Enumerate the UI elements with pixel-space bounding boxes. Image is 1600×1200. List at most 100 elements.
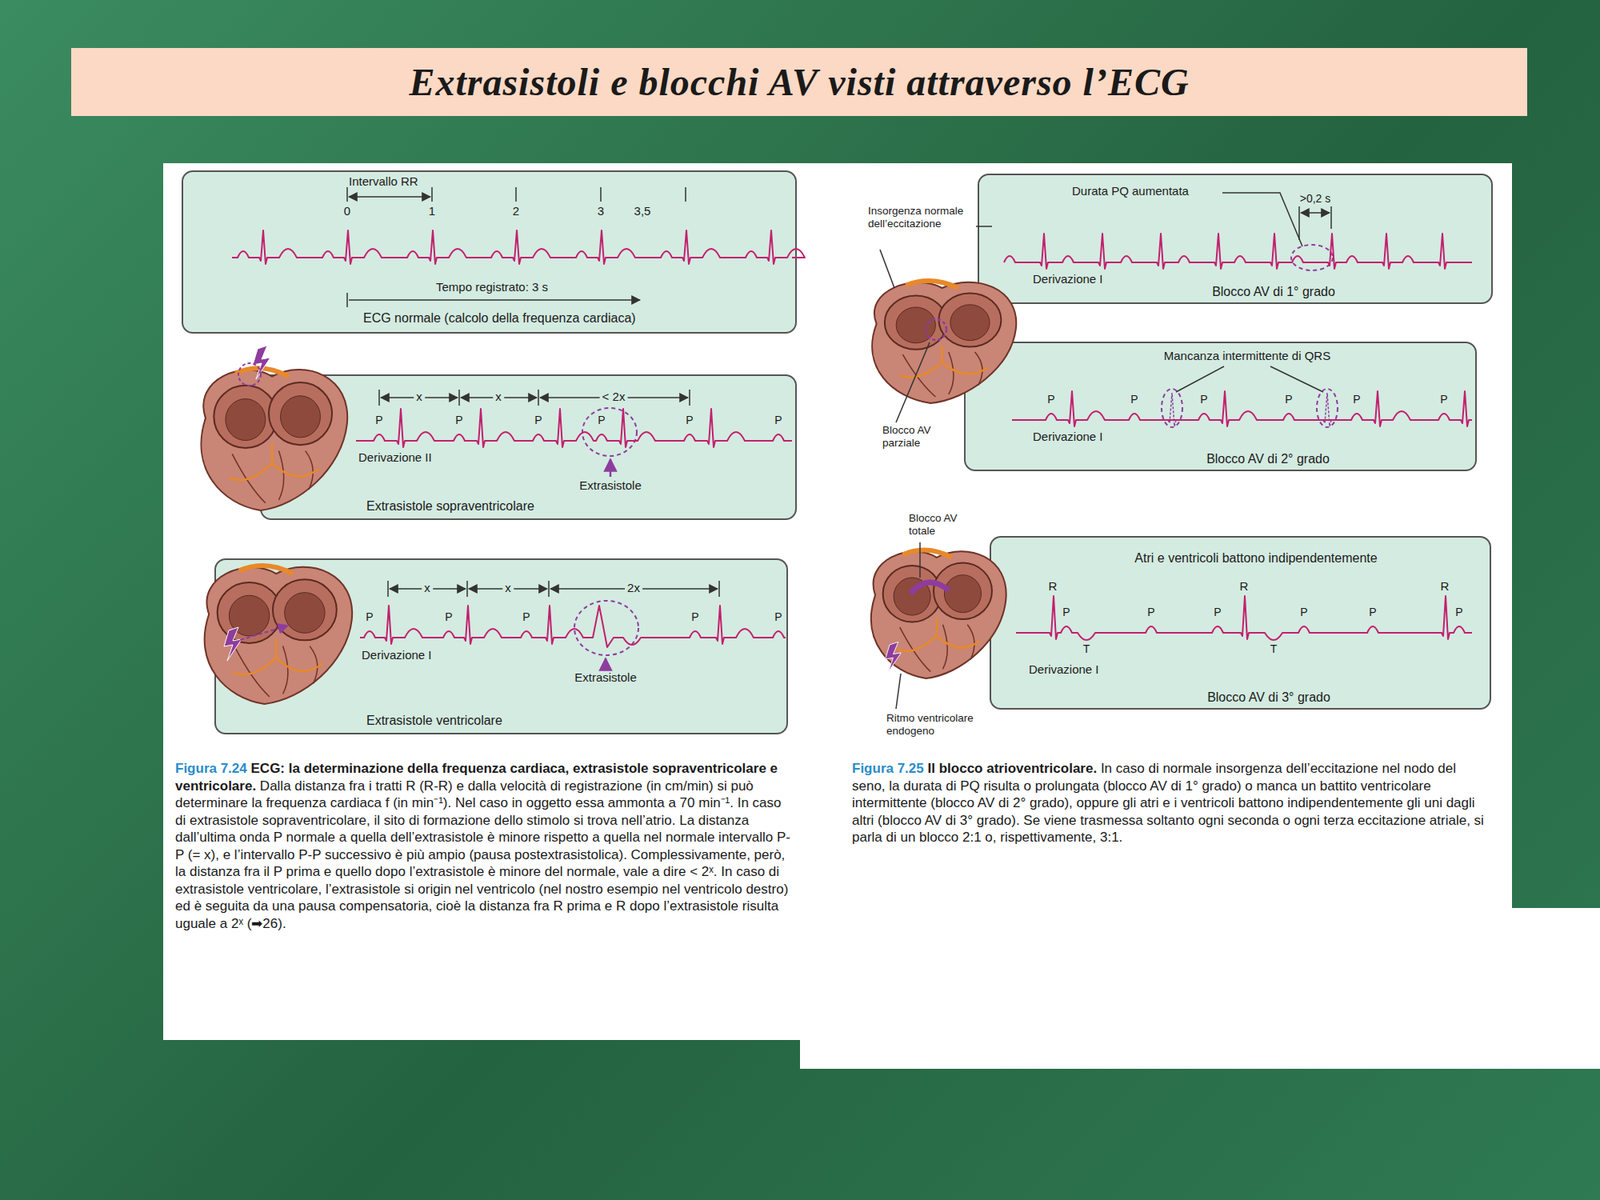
heart-drawing	[871, 549, 1007, 679]
atrium	[268, 382, 332, 445]
interval-arrow	[348, 196, 431, 198]
sinus-node	[903, 549, 952, 557]
ecg-trace	[1016, 596, 1472, 640]
panel-heading: Atri e ventricoli battono indipendenteme…	[1132, 550, 1380, 566]
ecg-label: Mancanza intermittente di QRS	[1164, 348, 1331, 363]
valve	[280, 396, 321, 438]
callout-label: Blocco AV totale	[906, 512, 972, 537]
ecg-trace	[1004, 233, 1472, 269]
ecg-label: x	[421, 580, 433, 595]
valve	[893, 577, 931, 616]
conduction-path	[896, 617, 980, 651]
atrium	[217, 582, 282, 644]
tick-mark	[718, 580, 720, 597]
ecg-label: P	[1047, 392, 1055, 406]
panel-title: Blocco AV di 2° grado	[1204, 451, 1332, 467]
ecg-label: 3	[597, 204, 604, 218]
tick-mark	[431, 187, 433, 202]
figure-number: Figura 7.25	[852, 760, 924, 776]
ecg-label: 1	[428, 204, 436, 218]
leader-line	[896, 342, 930, 423]
heart-outline	[200, 369, 348, 511]
ecg-label: Derivazione I	[361, 648, 432, 662]
ventricle-wall	[232, 451, 313, 504]
ecg-panel: Extrasistole ventricolare	[214, 558, 788, 735]
ecg-label: P	[375, 413, 383, 427]
ecg-label: R	[1240, 579, 1249, 593]
ecg-label: T	[1083, 642, 1091, 656]
pq-circle	[1291, 244, 1333, 271]
atrium	[884, 296, 948, 350]
leader-line	[896, 673, 901, 709]
panel-title: Blocco AV di 1° grado	[1209, 284, 1338, 300]
heart-outline	[204, 567, 353, 704]
tick-mark	[346, 292, 348, 308]
valve	[228, 595, 269, 636]
tick-mark	[600, 187, 602, 202]
heart-outline	[871, 551, 1007, 679]
ecg-label: Derivazione I	[1032, 429, 1104, 444]
ecg-label: P	[1062, 605, 1070, 619]
av-block-mark	[925, 319, 947, 340]
extrasystole-circle	[582, 408, 637, 456]
ecg-label: Extrasistole	[579, 478, 642, 492]
heart-drawing	[872, 280, 1016, 404]
tick-mark	[688, 389, 691, 406]
missing-qrs-circle	[1316, 388, 1338, 428]
av-block-mark	[910, 582, 949, 594]
extrasystole-circle	[574, 600, 639, 656]
tick-mark	[378, 389, 380, 406]
ventricle-wall	[236, 646, 318, 697]
leader-line	[880, 249, 895, 288]
ecg-label: Derivazione II	[358, 450, 432, 464]
conduction-path	[899, 345, 988, 377]
ecg-label: P	[691, 610, 699, 624]
ecg-label: P	[1352, 392, 1360, 406]
ecg-label: x	[413, 389, 425, 404]
atrium	[213, 385, 277, 448]
ecg-label: Durata PQ aumentata	[1072, 184, 1189, 198]
ecg-trace	[1012, 391, 1472, 427]
ecg-panel: Extrasistole sopraventricolare	[260, 374, 797, 520]
ectopic-focus	[238, 363, 261, 386]
ecg-panel: ECG normale (calcolo della frequenza car…	[181, 170, 797, 334]
ecg-label: P	[534, 413, 542, 427]
valve	[950, 304, 990, 341]
leader-line	[1176, 366, 1324, 392]
callout-label: Insorgenza normale dell’eccitazione	[865, 204, 976, 230]
panel-title: Blocco AV di 3° grado	[1204, 689, 1333, 705]
ecg-label: Tempo registrato: 3 s	[436, 280, 548, 294]
ecg-label: Derivazione I	[1032, 272, 1104, 286]
ecg-label: < 2x	[600, 389, 628, 404]
ecg-label: P	[774, 413, 782, 427]
ecg-panel: Atri e ventricoli battono indipendenteme…	[989, 536, 1492, 710]
ecg-label: Extrasistole	[574, 670, 637, 684]
ecg-label: R	[1440, 579, 1450, 593]
atrium	[883, 565, 942, 623]
missing-qrs	[1168, 392, 1332, 427]
ecg-trace	[356, 408, 792, 448]
atrium	[272, 579, 337, 640]
ecg-trace	[232, 230, 805, 264]
figure-sheet: Figura 7.24ECG: la determinazione della …	[163, 163, 800, 1040]
sinus-node	[239, 565, 293, 574]
caption-sheet	[800, 908, 1600, 1069]
callout-label: Ritmo ventricolare endogeno	[884, 712, 985, 737]
ecg-label: P	[1213, 605, 1221, 619]
ecg-label: P	[1300, 605, 1308, 619]
time-arrow	[348, 299, 640, 301]
ecg-label: Intervallo RR	[348, 174, 419, 188]
tick-mark	[515, 187, 517, 202]
conduction-path	[232, 639, 324, 676]
caption-heading: Il blocco atrioventricolare.	[928, 760, 1098, 776]
lightning-symbol	[224, 627, 242, 661]
ecg-label: P	[522, 610, 530, 624]
ecg-label: 0	[344, 204, 351, 218]
valve	[896, 307, 936, 344]
atrium	[933, 563, 992, 620]
figure-sheet: Figura 7.25Il blocco atrioventricolare. I…	[800, 163, 1512, 912]
tick-mark	[458, 389, 460, 406]
excitation-arrow	[240, 625, 288, 640]
sinus-node	[235, 368, 289, 376]
